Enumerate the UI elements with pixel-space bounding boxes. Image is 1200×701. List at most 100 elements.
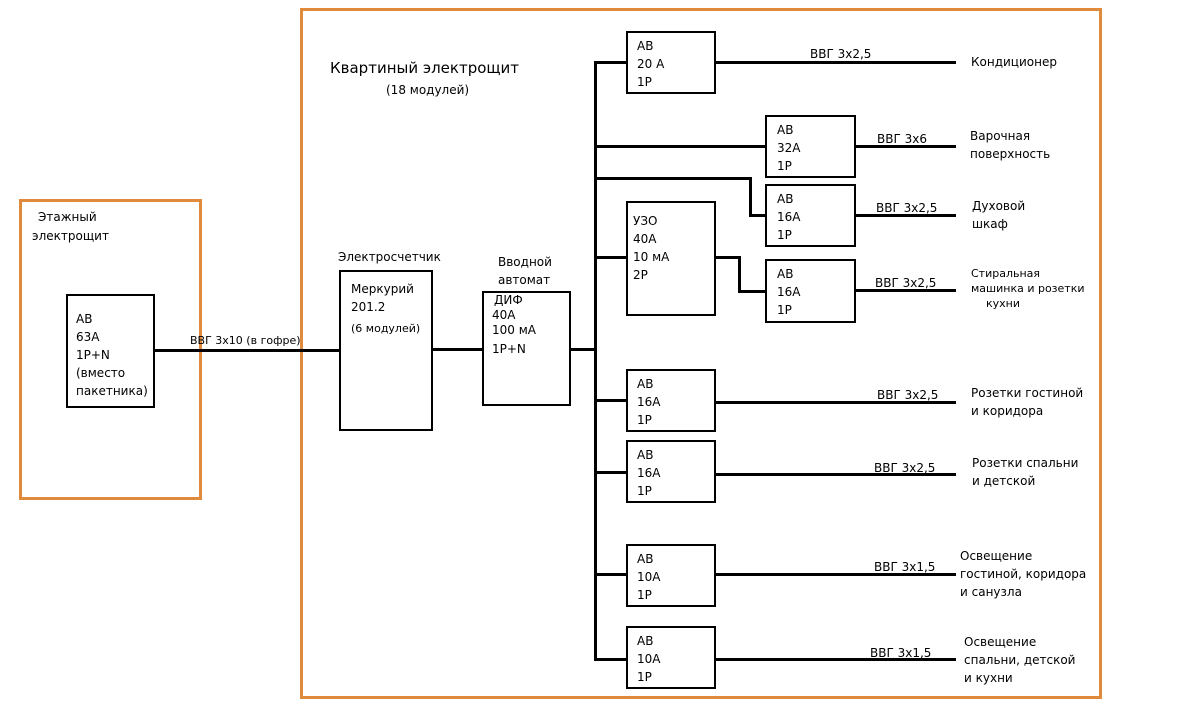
floor-breaker-line: АВ [76,312,93,326]
rcd-line: УЗО [633,214,658,228]
floor-panel-title-line1: Этажный [38,210,97,224]
breaker-4-line: 16А [777,285,801,299]
cable-label-4: ВВГ 3х2,5 [875,276,937,290]
output-wire-4 [856,289,956,292]
breaker-box-1: АВ 20 А 1Р [626,31,716,94]
main-bus [594,61,597,661]
bus-tap-1 [594,61,626,64]
load-label-7: Освещение гостиной, коридора и санузла [960,547,1086,601]
main-breaker-box: ДИФ 40А 100 мА 1Р+N [482,291,571,406]
load-5-line: и коридора [971,404,1044,418]
load-6-line: и детской [972,474,1036,488]
breaker-7-line: АВ [637,552,654,566]
load-7-line: Освещение [960,549,1033,563]
main-breaker-heading-line2: автомат [498,273,551,287]
load-7-line: и санузла [960,585,1022,599]
breaker-5-line: 1Р [637,413,652,427]
cable-label-1: ВВГ 3х2,5 [810,47,872,61]
breaker-2-line: 1Р [777,159,792,173]
rcd-output-vertical [738,256,741,293]
breaker-3-line: 1Р [777,228,792,242]
apartment-panel-frame [300,8,1102,699]
meter-to-main-wire [433,348,482,351]
breaker-1-line: 1Р [637,75,652,89]
meter-modules: (6 модулей) [351,322,421,335]
load-label-2: Варочная поверхность [970,127,1050,163]
load-1-line: Кондиционер [971,55,1057,69]
cable-label-8: ВВГ 3х1,5 [870,646,932,660]
breaker-1-line: АВ [637,39,654,53]
load-5-line: Розетки гостиной [971,386,1084,400]
breaker-6-line: 16А [637,466,661,480]
output-wire-3 [856,214,956,217]
breaker-5-line: 16А [637,395,661,409]
main-breaker-line: 1Р+N [492,342,526,356]
meter-model-line: 201.2 [351,300,386,314]
breaker-box-4: АВ 16А 1Р [765,259,856,323]
breaker-8-line: АВ [637,634,654,648]
breaker-6-line: АВ [637,448,654,462]
floor-breaker-line: 1Р+N [76,348,110,362]
apartment-panel-title: Квартиный электрощит [330,59,520,77]
load-label-1: Кондиционер [971,53,1057,71]
breaker-4-line: 1Р [777,303,792,317]
load-4-line: кухни [986,297,1021,310]
breaker-1-line: 20 А [637,57,665,71]
breaker-8-line: 10А [637,652,661,666]
load-6-line: Розетки спальни [972,456,1079,470]
breaker-7-line: 1Р [637,588,652,602]
load-label-6: Розетки спальни и детской [972,454,1078,490]
output-wire-6 [716,473,956,476]
load-label-5: Розетки гостиной и коридора [971,384,1083,420]
load-2-line: поверхность [970,147,1051,161]
load-8-line: Освещение [964,635,1037,649]
rcd-box: УЗО 40А 10 мА 2Р [626,201,716,316]
output-wire-1 [716,61,956,64]
bus-tap-2 [594,145,765,148]
rcd-line: 10 мА [633,250,670,264]
rcd-output-wire [716,256,740,259]
breaker-7-line: 10А [637,570,661,584]
apartment-panel-subtitle: (18 модулей) [386,83,470,97]
load-8-line: спальни, детской [964,653,1076,667]
breaker-4-line: АВ [777,267,794,281]
cable-label-6: ВВГ 3х2,5 [874,461,936,475]
main-breaker-line: ДИФ [494,293,523,307]
load-2-line: Варочная [970,129,1031,143]
rcd-output-to-box [738,290,765,293]
bus-tap-5 [594,399,626,402]
cable-label-2: ВВГ 3х6 [877,132,927,146]
floor-breaker-box: АВ 63А 1Р+N (вместо пакетника) [66,294,155,408]
bus-to-rcd-wire [594,256,626,259]
bus-tap-7 [594,573,626,576]
main-breaker-line: 40А [492,308,516,322]
load-8-line: и кухни [964,671,1013,685]
breaker-box-7: АВ 10А 1Р [626,544,716,607]
breaker-box-6: АВ 16А 1Р [626,440,716,503]
breaker-box-2: АВ 32А 1Р [765,115,856,178]
load-label-8: Освещение спальни, детской и кухни [964,633,1075,687]
breaker-8-line: 1Р [637,670,652,684]
cable-label-7: ВВГ 3х1,5 [874,560,936,574]
load-3-line: шкаф [972,217,1008,231]
floor-breaker-line: (вместо [76,366,126,380]
breaker-2-line: АВ [777,123,794,137]
breaker-3-line: АВ [777,192,794,206]
rcd-line: 2Р [633,268,648,282]
feed-cable-label: ВВГ 3х10 (в гофре) [190,334,301,347]
bus-tap-8 [594,658,626,661]
load-3-line: Духовой [972,199,1026,213]
load-4-line: Стиральная [971,267,1041,280]
output-wire-8 [716,658,956,661]
output-wire-5 [716,401,956,404]
breaker-3-line: 16А [777,210,801,224]
main-breaker-heading-line1: Вводной [498,255,552,269]
breaker-6-line: 1Р [637,484,652,498]
floor-panel-title-line2: электрощит [32,229,109,243]
rcd-line: 40А [633,232,657,246]
load-label-3: Духовой шкаф [972,197,1025,233]
feed-wire [155,349,340,352]
meter-heading: Электросчетчик [338,250,441,264]
breaker-box-8: АВ 10А 1Р [626,626,716,689]
main-breaker-line: 100 мА [492,323,536,337]
